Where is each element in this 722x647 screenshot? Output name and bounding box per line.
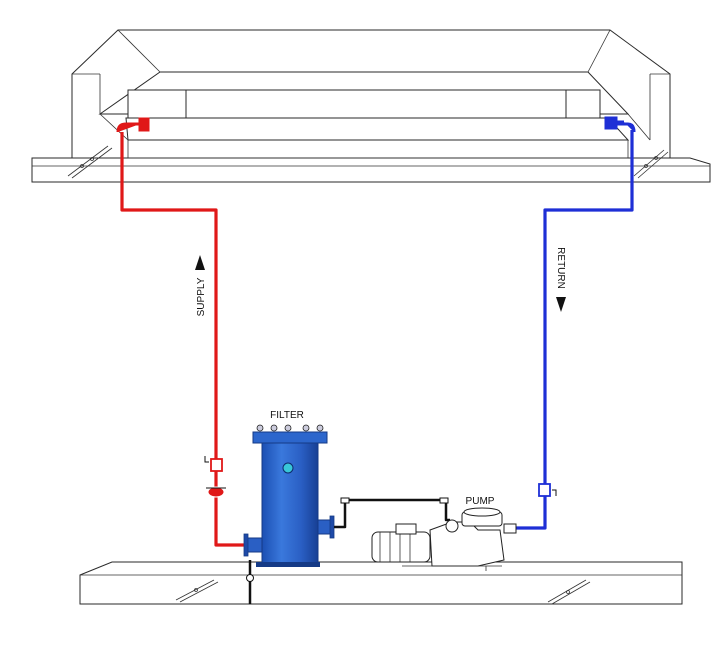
filter-pump-connector [334, 497, 450, 529]
supply-label: SUPPLY [196, 277, 207, 316]
supply-pipe [116, 117, 246, 547]
pump: PUMP [371, 496, 517, 571]
return-pipe [514, 116, 636, 530]
filter: FILTER [243, 410, 335, 604]
supply-gate-valve [207, 486, 225, 498]
wall-hatch-right [633, 149, 669, 179]
filter-tank [261, 441, 319, 567]
filter-lid [252, 431, 328, 444]
arrow-down-icon [556, 297, 566, 312]
wall-hatch-left [67, 145, 113, 179]
filter-label: FILTER [270, 410, 304, 421]
pool-basin [31, 29, 711, 183]
pump-label: PUMP [466, 496, 495, 507]
filter-sight-glass [282, 462, 294, 474]
supply-inlet-fitting [116, 117, 150, 133]
floor-hatch-left [175, 579, 219, 603]
pump-motor [371, 531, 431, 563]
floor-slab [79, 561, 683, 605]
return-outlet-fitting [604, 116, 636, 133]
supply-check-valve [210, 458, 223, 472]
return-label: RETURN [555, 247, 566, 289]
arrow-up-icon [195, 255, 205, 270]
filter-lid-bolts [256, 424, 324, 432]
return-check-valve [538, 483, 551, 497]
pump-housing [429, 521, 505, 567]
floor-hatch-right [547, 579, 591, 605]
